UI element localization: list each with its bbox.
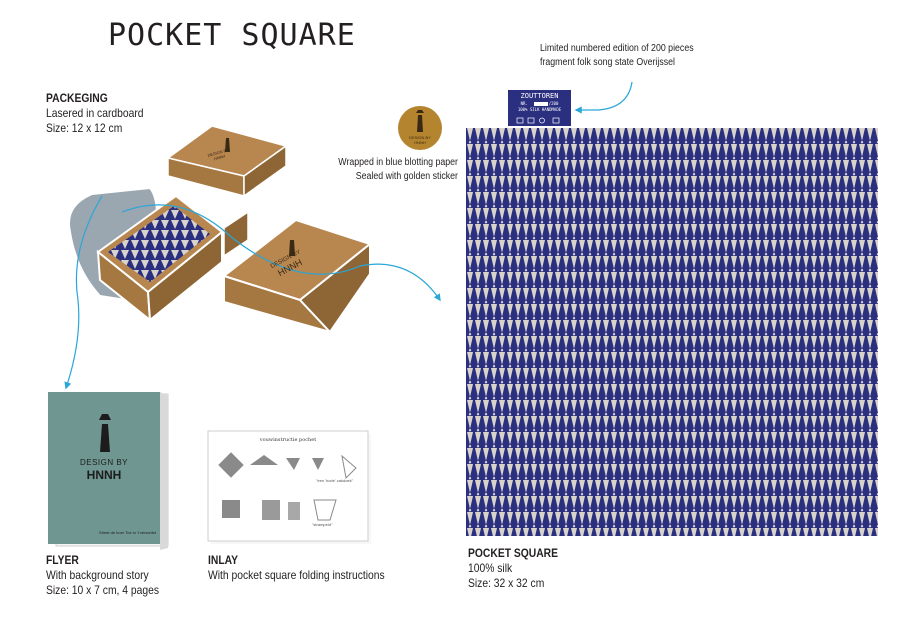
- sticker-note: Wrapped in blue blotting paper Sealed wi…: [262, 156, 458, 184]
- label-number: NR. /200: [508, 101, 571, 107]
- flyer-cover-footer: Sheet de hoer Toe in 't verschiet: [99, 530, 156, 535]
- sticker-lettering: DESIGN BY HNNH: [409, 135, 431, 145]
- label-number-suffix: /200: [548, 101, 559, 106]
- flyer-title: FLYER: [46, 553, 79, 567]
- packaging-line-1: Lasered in cardboard: [46, 106, 144, 120]
- label-number-prefix: NR.: [520, 101, 528, 106]
- flyer-cover-brand: DESIGN BY HNNH: [48, 458, 160, 482]
- arrow-box-to-flyer: [64, 195, 103, 390]
- edition-label: [508, 90, 571, 126]
- inlay-card-caption-1: "een 'hode' zakdoek": [316, 478, 354, 483]
- golden-sticker: [398, 106, 442, 150]
- page-title: POCKET SQUARE: [108, 18, 356, 53]
- flyer-line-1: With background story: [46, 568, 149, 582]
- pocket-square-block: POCKET SQUARE 100% silk Size: 32 x 32 cm: [468, 546, 573, 591]
- inlay-card-heading: vouwinstructie pochet: [259, 437, 317, 443]
- label-text: ZOUTTOREN NR. /200 100% SILK HANDMADE: [508, 92, 571, 113]
- label-note: Limited numbered edition of 200 pieces f…: [540, 42, 715, 70]
- pocket-square-line-1: 100% silk: [468, 561, 513, 575]
- inlay-block: INLAY With pocket square folding instruc…: [208, 553, 413, 583]
- flyer-block: FLYER With background story Size: 10 x 7…: [46, 553, 177, 598]
- flyer-cover-brand-top: DESIGN BY: [79, 458, 129, 467]
- arrow-note-to-label: [574, 81, 633, 114]
- sticker-note-line-2: Sealed with golden sticker: [355, 171, 458, 182]
- sticker-note-line-1: Wrapped in blue blotting paper: [338, 157, 458, 168]
- packaging-line-2: Size: 12 x 12 cm: [46, 121, 123, 135]
- flyer-cover-brand-bottom: HNNH: [86, 468, 122, 482]
- pocket-square-silk: [466, 128, 878, 536]
- inlay-card-caption-2: "strampeld": [312, 522, 333, 527]
- packaging-block: PACKEGING Lasered in cardboard Size: 12 …: [46, 91, 159, 136]
- flyer-line-2: Size: 10 x 7 cm, 4 pages: [46, 583, 160, 597]
- large-closed-box: [221, 218, 373, 334]
- pocket-square-title: POCKET SQUARE: [468, 546, 559, 560]
- packaging-title: PACKEGING: [46, 91, 108, 105]
- small-closed-box: [166, 125, 288, 198]
- open-box: [68, 186, 249, 323]
- inlay-illustration: [207, 430, 371, 544]
- inlay-title: INLAY: [208, 553, 239, 567]
- label-name: ZOUTTOREN: [520, 92, 559, 100]
- flyer-illustration: [48, 392, 169, 550]
- inlay-line-1: With pocket square folding instructions: [208, 568, 385, 582]
- label-note-line-2: fragment folk song state Overijssel: [540, 57, 675, 68]
- pocket-square-line-2: Size: 32 x 32 cm: [468, 576, 545, 590]
- label-composition: 100% SILK HANDMADE: [517, 107, 562, 112]
- label-note-line-1: Limited numbered edition of 200 pieces: [540, 43, 694, 54]
- arrow-box-to-pocket-square: [121, 204, 441, 302]
